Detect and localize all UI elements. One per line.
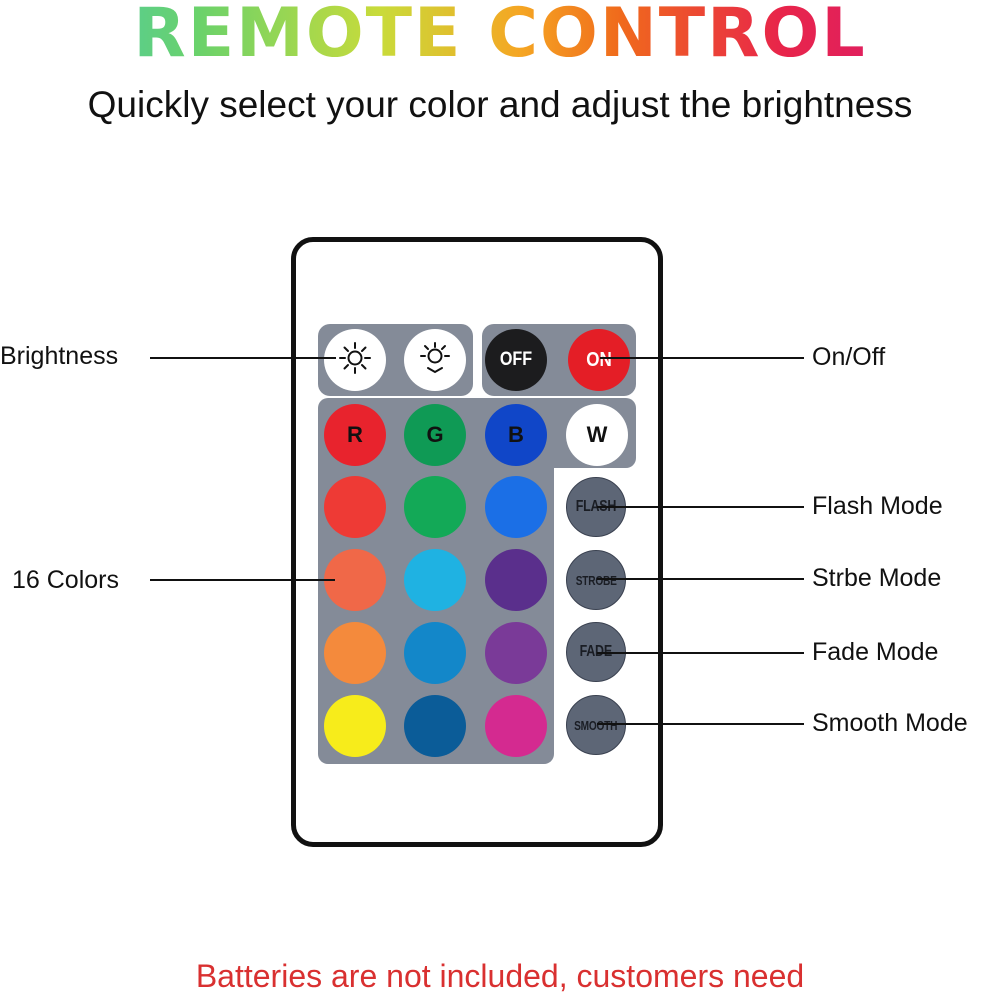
brightness-leader-line [150, 357, 336, 359]
red-button-label: R [347, 422, 363, 447]
blue-button-label: B [508, 422, 524, 447]
color-button-azure[interactable] [485, 476, 547, 538]
fade-button-label: FADE [579, 643, 613, 660]
red-button[interactable]: R [324, 404, 386, 466]
color-button-orange[interactable] [324, 622, 386, 684]
green-button-label: G [426, 422, 444, 447]
white-button[interactable]: W [566, 404, 628, 466]
smooth-callout: Smooth Mode [812, 709, 968, 737]
color-button-yellow[interactable] [324, 695, 386, 757]
brightness-up-icon [338, 341, 372, 380]
green-button[interactable]: G [404, 404, 466, 466]
color-button-sky[interactable] [404, 549, 466, 611]
blue-button[interactable]: B [485, 404, 547, 466]
color-button-magenta[interactable] [485, 695, 547, 757]
flash-callout: Flash Mode [812, 492, 943, 520]
color-button-emerald[interactable] [404, 476, 466, 538]
on-off-callout: On/Off [812, 343, 886, 371]
brightness-down-icon [418, 341, 452, 380]
colors-callout: 16 Colors [12, 566, 119, 594]
strobe-button-label: STROBE [575, 572, 617, 588]
strobe-button[interactable]: STROBE [566, 550, 626, 610]
color-button-red-orange[interactable] [324, 476, 386, 538]
color-button-navy[interactable] [404, 695, 466, 757]
strobe-leader-line [597, 578, 804, 580]
white-button-label: W [586, 422, 608, 447]
strobe-callout: Strbe Mode [812, 564, 942, 592]
on-button-label: ON [586, 348, 612, 371]
fade-callout: Fade Mode [812, 638, 939, 666]
on-button[interactable]: ON [568, 329, 630, 391]
on-off-leader-line [600, 357, 804, 359]
flash-leader-line [597, 506, 804, 508]
off-button-label: OFF [499, 349, 533, 370]
page-subtitle: Quickly select your color and adjust the… [87, 84, 913, 125]
smooth-button[interactable]: SMOOTH [566, 695, 626, 755]
page-title: REMOTE CONTROL [0, 0, 1000, 74]
brightness-up-button[interactable] [324, 329, 386, 391]
flash-button-label: FLASH [575, 498, 617, 515]
fade-leader-line [597, 652, 804, 654]
off-button[interactable]: OFF [485, 329, 547, 391]
color-button-purple[interactable] [485, 622, 547, 684]
smooth-leader-line [597, 723, 804, 725]
color-button-indigo[interactable] [485, 549, 547, 611]
brightness-down-button[interactable] [404, 329, 466, 391]
colors-leader-line [150, 579, 335, 581]
smooth-button-label: SMOOTH [574, 717, 618, 733]
brightness-callout: Brightness [0, 342, 119, 370]
battery-notice: Batteries are not included, customers ne… [195, 958, 805, 994]
remote-control: OFF ON R G B W FLASH STROBE FADE SMOOTH [291, 237, 663, 847]
color-button-cerulean[interactable] [404, 622, 466, 684]
